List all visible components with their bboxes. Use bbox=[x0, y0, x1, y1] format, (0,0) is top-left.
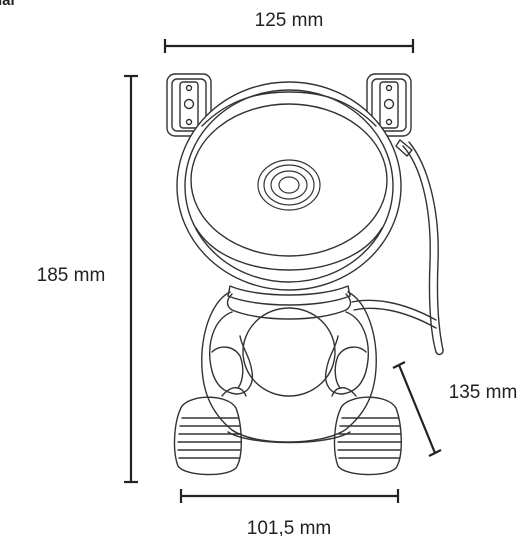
dimension-width-bottom bbox=[179, 489, 400, 503]
width-top-label: 125 mm bbox=[255, 10, 324, 31]
astronaut-helmet bbox=[176, 81, 402, 291]
dimension-width-top bbox=[163, 39, 415, 53]
right-ear-module bbox=[366, 73, 412, 137]
left-ear-module bbox=[166, 73, 212, 137]
depth-diagonal-label: 135 mm bbox=[449, 382, 518, 403]
dimension-depth-diagonal bbox=[392, 361, 442, 457]
right-foot bbox=[331, 387, 402, 476]
cropped-heading-fragment: ial bbox=[0, 0, 15, 9]
astronaut-illustration bbox=[166, 73, 444, 476]
power-cable bbox=[351, 139, 444, 356]
height-left-label: 185 mm bbox=[37, 265, 106, 286]
astronaut-body bbox=[201, 285, 377, 444]
width-bottom-label: 101,5 mm bbox=[247, 518, 331, 536]
left-foot bbox=[173, 387, 247, 476]
dimension-height-left bbox=[124, 74, 138, 484]
